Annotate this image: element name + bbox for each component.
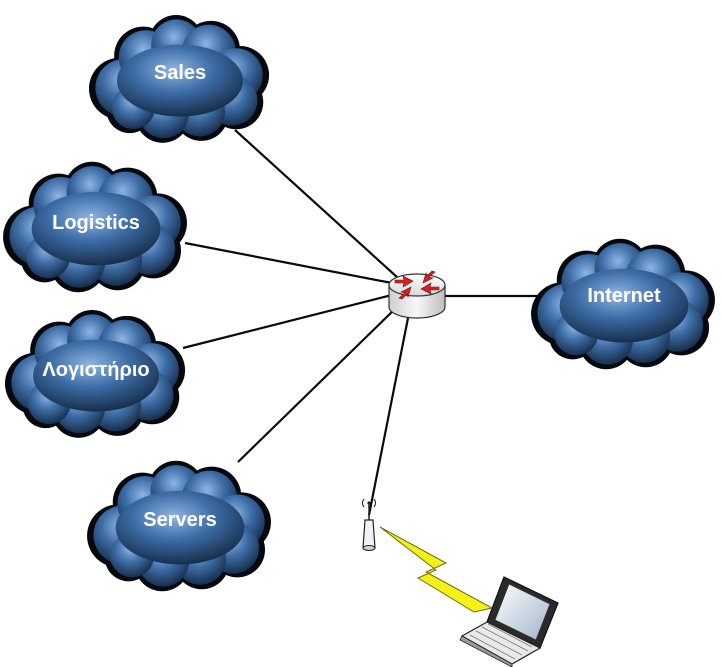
link-logistics [184,241,393,285]
router-icon[interactable] [388,270,446,319]
wireless-access-point-icon[interactable] [362,498,376,551]
cloud-label-logistirio: Λογιστήριο [42,359,149,381]
laptop-icon[interactable] [459,576,559,667]
cloud-label-internet: Internet [587,285,661,307]
link-access-point [367,317,410,516]
cloud-label-sales: Sales [154,62,206,84]
cloud-label-logistics: Logistics [52,212,140,234]
cloud-logistics[interactable]: Logistics [3,161,187,293]
link-logistirio [182,293,393,350]
link-servers [237,305,399,463]
cloud-label-servers: Servers [143,509,216,531]
link-sales [234,129,399,279]
cloud-servers[interactable]: Servers [87,460,271,592]
cloud-sales[interactable]: Sales [88,15,270,143]
lightning-bolt-icon [379,526,494,613]
cloud-logistirio[interactable]: Λογιστήριο [4,310,186,438]
links [182,129,538,516]
cloud-internet[interactable]: Internet [531,238,715,370]
